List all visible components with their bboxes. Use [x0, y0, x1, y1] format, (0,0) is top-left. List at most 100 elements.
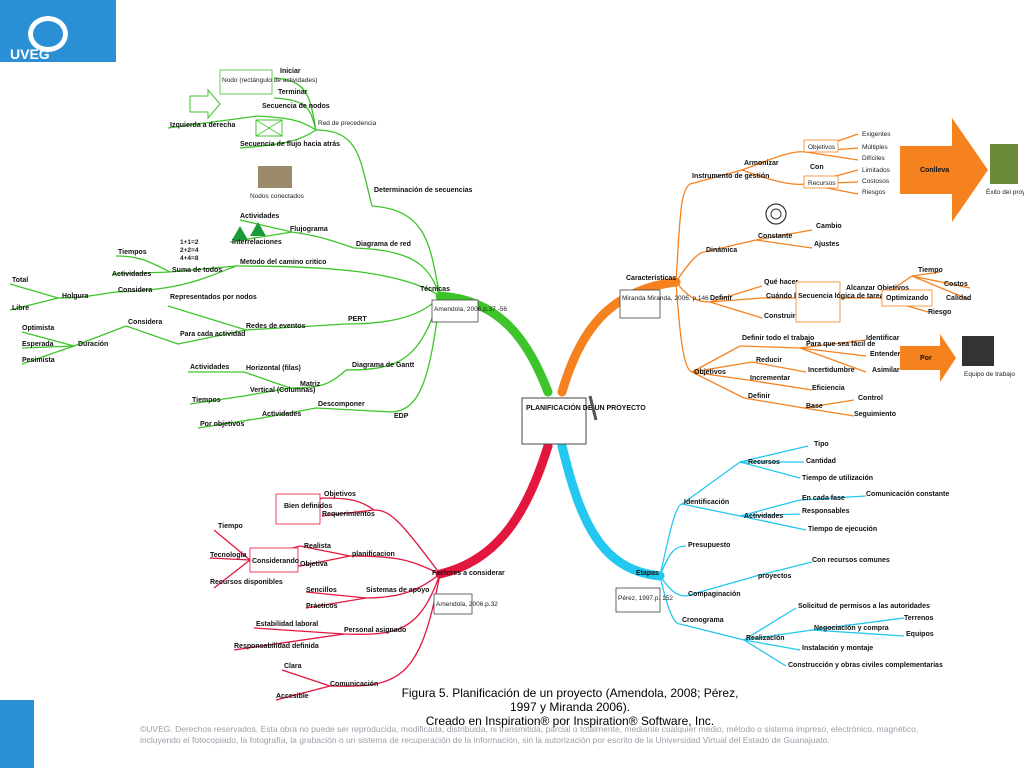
libre-label: Libre [12, 305, 29, 312]
recursos-c-label: Recursos [748, 459, 780, 466]
recursos-label: Recursos [808, 180, 836, 187]
tiempos2-label: Tiempos [192, 397, 221, 404]
planificacion-label: planificacion [352, 551, 395, 558]
cyan-branch [659, 445, 905, 667]
calidad-label: Calidad [946, 295, 971, 302]
dificiles-label: Difíciles [862, 155, 886, 162]
flujo-atras-label: Secuencia de flujo hacia atrás [240, 141, 340, 148]
horizontal-label: Horizontal (filas) [246, 365, 301, 372]
negociacion-label: Negociación y compra [814, 625, 889, 632]
estabilidad-label: Estabilidad laboral [256, 621, 318, 628]
sistemas-apoyo-label: Sistemas de apoyo [366, 587, 429, 594]
svg-text:4+4=8: 4+4=8 [180, 255, 199, 262]
arrow-right-icon [189, 88, 221, 120]
equipo-label: Equipo de trabajo [964, 371, 1015, 378]
considera2-label: Considera [128, 319, 162, 326]
definir-label: Definir [710, 295, 732, 302]
red-precedencia: Red de precedencia [318, 120, 377, 127]
green-labels: Técnicas Amendola, 2006.p.37 -56 Red de … [12, 68, 507, 428]
actividades2-label: Actividades [112, 271, 151, 278]
factores-label: Factores a considerar [432, 570, 505, 577]
tipo-label: Tipo [814, 441, 829, 448]
gantt-label: Diagrama de Gantt [352, 362, 415, 369]
suma-todos-label: Suma de todos [172, 267, 222, 274]
para-que-label: Para que sea fácil de [806, 341, 875, 348]
multiples-label: Múltiples [862, 144, 888, 151]
center-node: PLANIFICACIÓN DE UN PROYECTO [521, 395, 646, 445]
orange-labels: Características Miranda Miranda, 2006. p… [619, 118, 1024, 418]
costos-label: Costos [944, 281, 968, 288]
tiempo-ejec-label: Tiempo de ejecución [808, 526, 877, 533]
conlleva-arrow [900, 118, 988, 222]
construccion-label: Construcción y obras civiles complementa… [788, 662, 943, 669]
asimilar-label: Asimilar [872, 367, 900, 374]
dinamica-label: Dinámica [706, 247, 737, 254]
realizacion-label: Realización [746, 635, 785, 642]
responsables-label: Responsables [802, 508, 850, 515]
clara-label: Clara [284, 663, 302, 670]
tiempo-r-label: Tiempo [218, 523, 243, 530]
solicitud-label: Solicitud de permisos a las autoridades [798, 603, 930, 610]
responsabilidad-label: Responsabilidad definida [234, 643, 319, 650]
optimizando-label: Optimizando [886, 295, 928, 302]
holgura-label: Holgura [62, 293, 89, 300]
logo-mark [28, 16, 68, 52]
corner-decoration [0, 700, 34, 768]
cantidad-label: Cantidad [806, 458, 836, 465]
por-label: Por [920, 355, 932, 362]
thumbs-up-icon [990, 144, 1018, 184]
que-hacer-label: Qué hacer [764, 279, 799, 286]
por-objetivos-label: Por objetivos [200, 421, 244, 428]
numbers-icon: 1+1=2 [180, 239, 199, 246]
considera-label: Considera [118, 287, 152, 294]
alcanzar-label: Alcanzar Objetivos [846, 285, 909, 292]
proyectos-label: proyectos [758, 573, 792, 580]
pert-label: PERT [348, 316, 367, 323]
center-title: PLANIFICACIÓN DE UN PROYECTO [526, 403, 646, 412]
exigentes-label: Exigentes [862, 131, 891, 138]
pencil-icon [588, 395, 598, 421]
interrelaciones-label: Interrelaciones [232, 239, 282, 246]
accesible-label: Accesible [276, 693, 309, 700]
caracteristicas-ref: Miranda Miranda, 2006. p.146 [622, 295, 709, 302]
en-cada-label: En cada fase [802, 495, 845, 502]
representados-label: Representados por nodos [170, 294, 257, 301]
etapas-label: Etapas [636, 570, 659, 577]
terminar-label: Terminar [278, 89, 308, 96]
cuando-label: Cuándo hacerlo [766, 293, 819, 300]
constante-label: Constante [758, 233, 792, 240]
nodo-label: Nodo (rectángulo de actividades) [222, 77, 317, 84]
cyan-labels: Etapas Pérez, 1997.p. 152 Identificación… [615, 441, 949, 669]
bien-definidos-label: Bien definidos [284, 503, 332, 510]
actividades3-label: Actividades [190, 364, 229, 371]
esperada-label: Esperada [22, 341, 54, 348]
flujograma-label: Flujograma [290, 226, 328, 233]
reducir-label: Reducir [756, 357, 782, 364]
actividades-label: Actividades [240, 213, 279, 220]
triangle-icon [250, 222, 266, 236]
secuencia-label: Secuencia lógica de tareas [798, 293, 888, 300]
tecnicas-ref: Amendola, 2006.p.37 -56 [434, 306, 507, 313]
realista-label: Realista [304, 543, 331, 550]
uveg-logo: UVEG [0, 0, 116, 62]
tiempo-util-label: Tiempo de utilización [802, 475, 873, 482]
requerimientos-label: Requerimientos [322, 511, 375, 518]
exito-label: Éxito del proyecto [986, 187, 1024, 196]
tecnicas-label: Técnicas [420, 286, 450, 293]
eficiencia-label: Eficiencia [812, 385, 845, 392]
caracteristicas-label: Características [626, 275, 676, 282]
redes-eventos-label: Redes de eventos [246, 323, 306, 330]
riesgos-label: Riesgos [862, 189, 886, 196]
secuencia-nodos: Secuencia de nodos [262, 103, 330, 110]
recursos-comunes-label: Con recursos comunes [812, 557, 890, 564]
cronograma-label: Cronograma [682, 617, 724, 624]
red-branch [209, 497, 441, 701]
vertical-label: Vertical (Columnas) [250, 387, 315, 394]
comunicacion-r-label: Comunicación [330, 681, 378, 688]
sencillos-label: Sencillos [306, 587, 337, 594]
instrumento-label: Instrumento de gestión [692, 173, 769, 180]
total-label: Total [12, 277, 28, 284]
base-label: Base [806, 403, 823, 410]
green-branch [9, 77, 441, 429]
etapas-ref: Pérez, 1997.p. 152 [618, 595, 673, 602]
